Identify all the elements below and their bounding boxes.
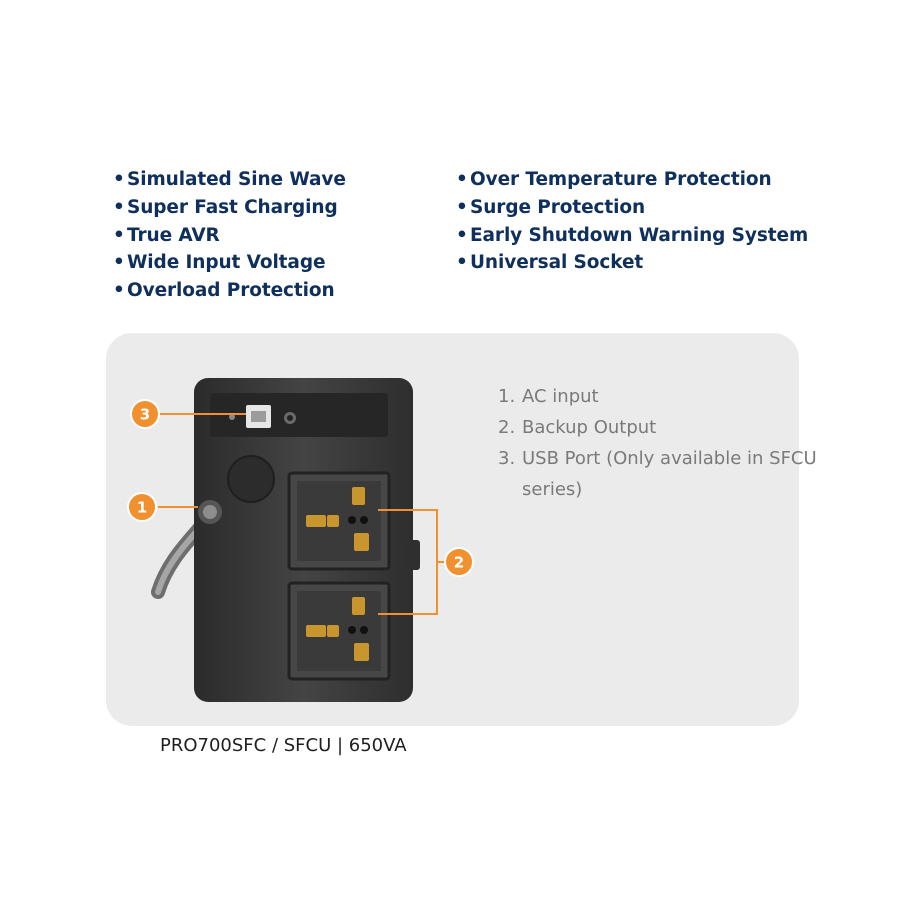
socket-pin <box>306 625 326 637</box>
feature-item: •Wide Input Voltage <box>113 252 326 274</box>
socket-pin <box>352 487 365 505</box>
model-caption: PRO700SFC / SFCU | 650VA <box>160 735 407 756</box>
feature-item: •Over Temperature Protection <box>456 169 772 190</box>
badge-usb-port: 3 <box>130 399 160 429</box>
socket-hole <box>360 516 368 524</box>
port-legend: 1.AC input 2.Backup Output 3.USB Port (O… <box>498 381 822 505</box>
socket-pin <box>354 533 369 551</box>
socket-top <box>287 471 391 571</box>
socket-pin <box>327 515 339 527</box>
feature-item: •True AVR <box>113 224 220 246</box>
svg-text:3: 3 <box>140 406 150 424</box>
feature-item: •Simulated Sine Wave <box>113 169 346 190</box>
port-legend-item: 3.USB Port (Only available in SFCU serie… <box>498 448 817 500</box>
port-legend-item: 2.Backup Output <box>498 417 657 438</box>
feature-list-left: •Simulated Sine Wave •Super Fast Chargin… <box>113 166 346 305</box>
usb-port-inner <box>251 411 266 422</box>
socket-hole <box>348 516 356 524</box>
reset-button-center <box>287 415 293 421</box>
ups-right-edge <box>406 540 420 570</box>
svg-text:2: 2 <box>454 554 464 572</box>
badge-ac-input: 1 <box>127 492 157 522</box>
socket-pin <box>327 625 339 637</box>
feature-item: •Overload Protection <box>113 280 335 302</box>
usb-symbol-icon <box>229 414 235 420</box>
cable-grommet-inner <box>203 505 217 519</box>
breaker-button <box>227 455 275 503</box>
svg-text:1: 1 <box>137 499 147 517</box>
port-legend-item: 1.AC input <box>498 386 599 407</box>
feature-item: •Early Shutdown Warning System <box>456 224 809 246</box>
feature-item: •Surge Protection <box>456 196 646 218</box>
socket-hole <box>348 626 356 634</box>
feature-item: •Universal Socket <box>456 252 644 274</box>
feature-list-right: •Over Temperature Protection •Surge Prot… <box>456 166 808 277</box>
socket-pin <box>306 515 326 527</box>
socket-bottom <box>287 581 391 681</box>
socket-pin <box>352 597 365 615</box>
socket-pin <box>354 643 369 661</box>
badge-backup-output: 2 <box>444 547 474 577</box>
socket-hole <box>360 626 368 634</box>
feature-item: •Super Fast Charging <box>113 196 338 218</box>
